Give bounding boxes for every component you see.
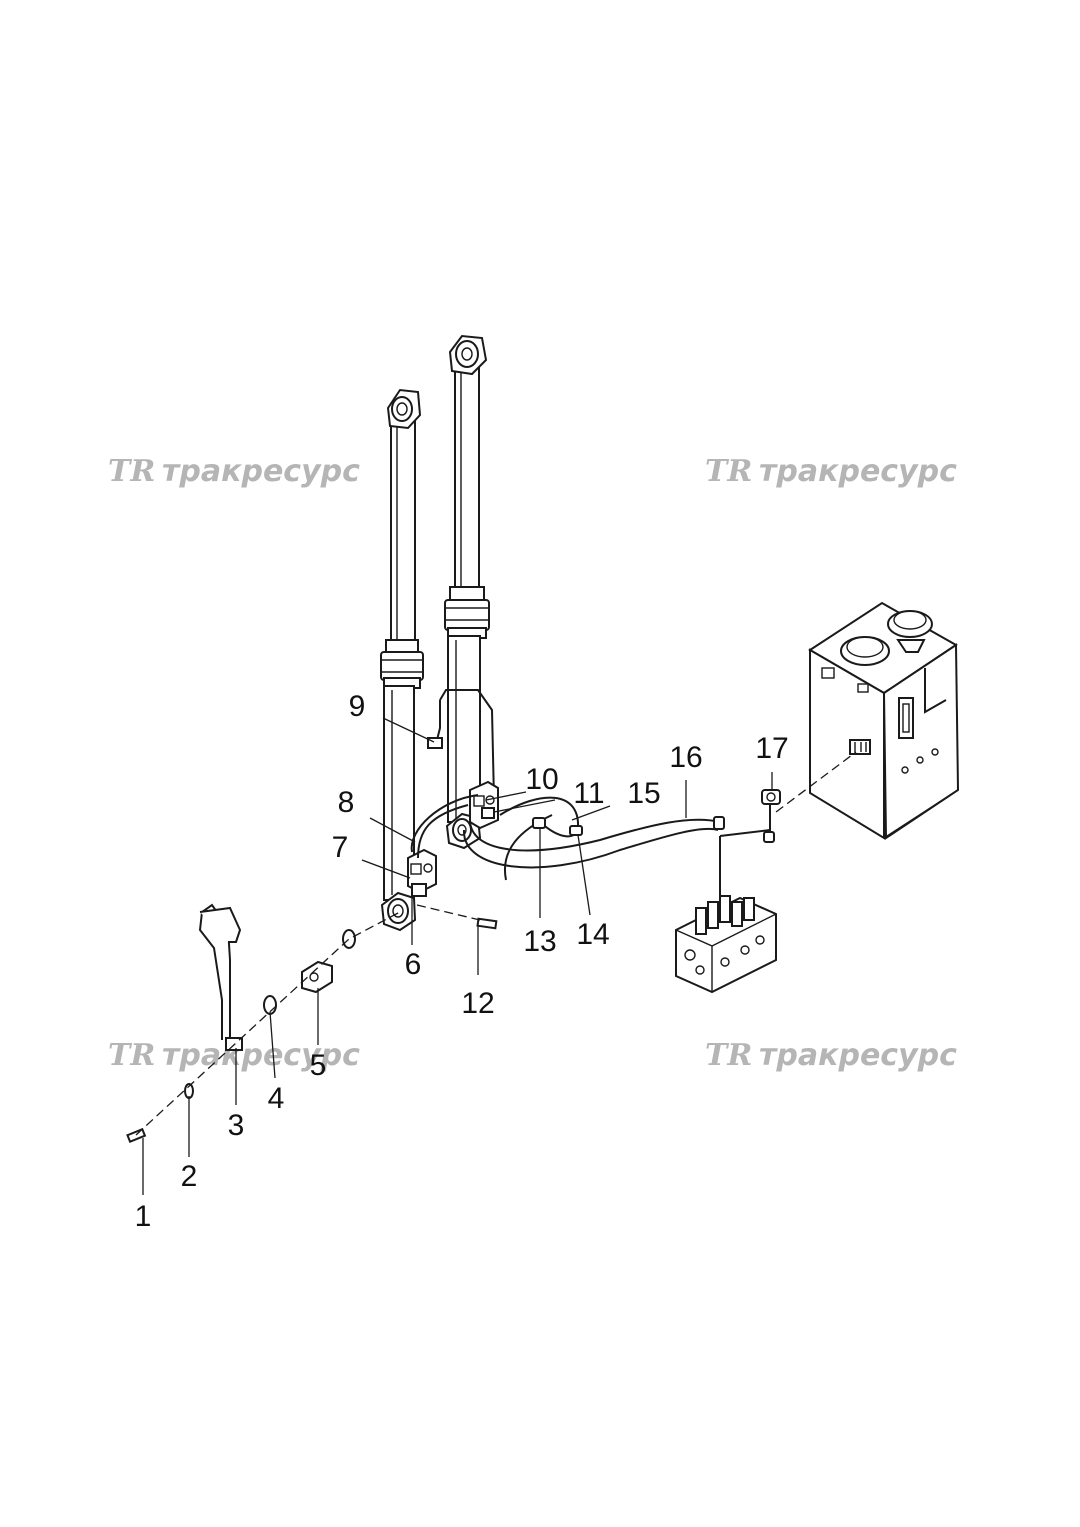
callout-15: 15 [627,777,660,810]
callout-13: 13 [523,925,556,958]
watermark-brand: тракресурс [759,1038,957,1073]
part-1-bolt [126,1127,147,1144]
callout-16: 16 [669,741,702,774]
watermark-top-left: TR тракресурс [108,454,360,489]
hydraulic-tank [808,601,960,840]
callout-1: 1 [135,1200,152,1233]
explode-axis-12 [416,904,481,921]
callout-5: 5 [310,1049,327,1082]
watermark-logo: TR [108,1038,155,1073]
callout-14: 14 [576,918,609,951]
callout-11: 11 [573,777,604,810]
callout-9: 9 [349,690,366,723]
leader-lines [142,717,773,1195]
watermark-logo: TR [705,1038,752,1073]
callout-6: 6 [405,948,422,981]
callout-8: 8 [338,786,355,819]
watermark-bottom-left: TR тракресурс [108,1038,360,1073]
watermark-brand: тракресурс [162,454,360,489]
part-17-tank-valve [761,789,781,805]
part-16-fitting [713,816,775,843]
watermark-logo: TR [705,454,752,489]
callout-labels: 1 2 3 4 5 6 7 8 9 10 11 12 13 14 15 16 1… [135,690,789,1233]
watermark-bottom-right: TR тракресурс [705,1038,957,1073]
callout-7: 7 [332,831,349,864]
hose-assembly [410,794,771,900]
callout-4: 4 [268,1082,285,1115]
watermark-brand: тракресурс [759,454,957,489]
callout-10: 10 [525,763,558,796]
part-12-bolt [476,917,498,930]
control-valve-block [675,895,777,994]
part-10-valve-block [469,780,499,830]
explode-axis [135,911,401,1136]
watermark-logo: TR [108,454,155,489]
watermark-top-right: TR тракресурс [705,454,957,489]
watermark-brand: тракресурс [162,1038,360,1073]
part-13-fitting [532,817,546,829]
callout-12: 12 [461,987,494,1020]
callout-2: 2 [181,1160,198,1193]
part-7-valve-block [407,848,437,897]
explode-axis-17 [775,751,857,813]
callout-3: 3 [228,1109,245,1142]
left-lift-cylinder [380,388,424,932]
part-3-tube [198,903,243,1051]
right-lift-cylinder [444,334,490,850]
part-5-flange [301,960,333,994]
part-14-fitting [569,825,583,836]
callout-17: 17 [755,732,788,765]
